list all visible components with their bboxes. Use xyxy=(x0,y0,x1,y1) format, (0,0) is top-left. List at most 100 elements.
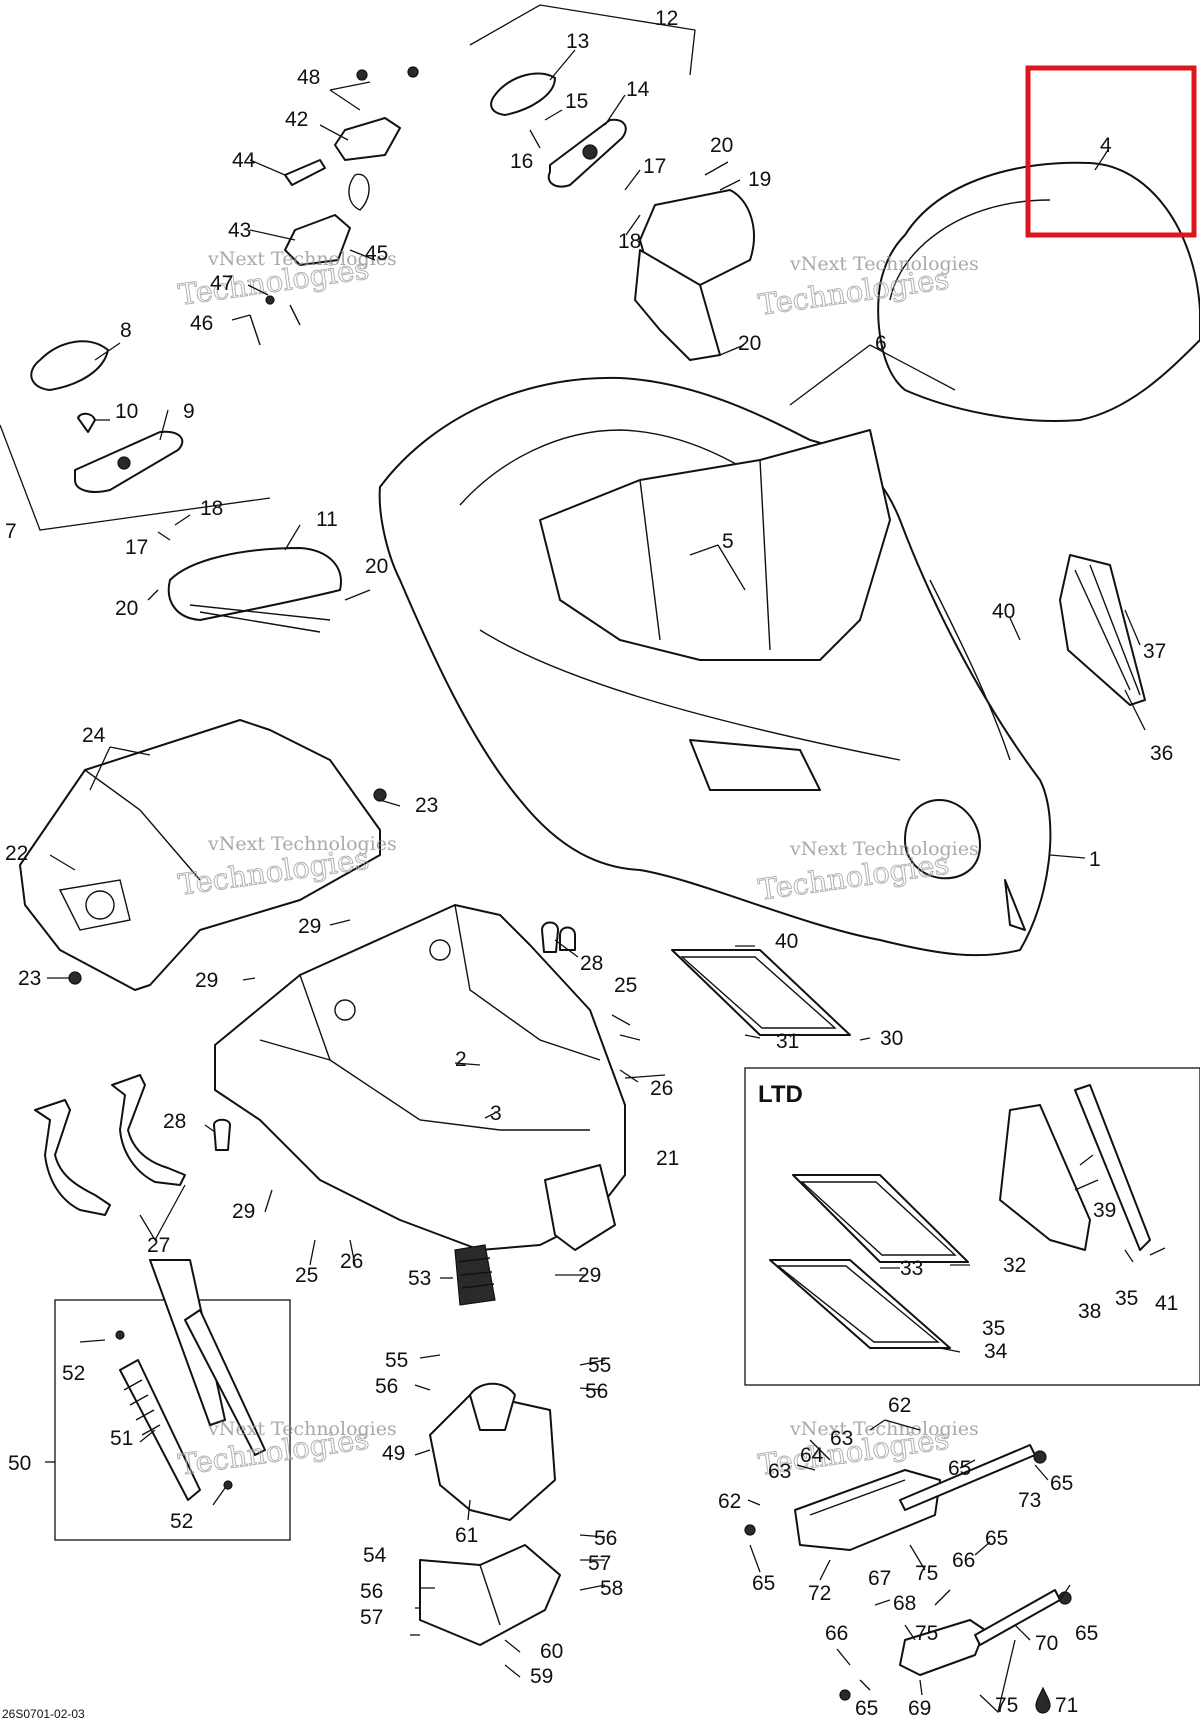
side-vent-part-36 xyxy=(1059,554,1146,706)
callout-60: 60 xyxy=(540,1640,563,1663)
callout-65a: 65 xyxy=(948,1457,971,1480)
callout-13: 13 xyxy=(566,30,589,53)
callout-51: 51 xyxy=(110,1427,133,1450)
svg-text:vNext Technologies: vNext Technologies xyxy=(207,833,397,855)
callout-65f: 65 xyxy=(855,1697,878,1720)
callout-53: 53 xyxy=(408,1267,431,1290)
callout-3: 3 xyxy=(490,1102,502,1125)
cable-kit-box-50 xyxy=(54,1259,291,1541)
callout-40b: 40 xyxy=(775,930,798,953)
callout-64: 64 xyxy=(800,1444,824,1467)
callout-54: 54 xyxy=(363,1544,387,1567)
callout-4: 4 xyxy=(1100,134,1112,157)
callout-56b: 56 xyxy=(585,1380,608,1403)
windshield-part-4 xyxy=(877,161,1200,422)
callout-18b: 18 xyxy=(200,497,223,520)
svg-text:vNext Technologies: vNext Technologies xyxy=(789,838,979,860)
callout-59: 59 xyxy=(530,1665,553,1688)
callout-16: 16 xyxy=(510,150,533,173)
callout-20b: 20 xyxy=(738,332,761,355)
callout-23a: 23 xyxy=(415,794,438,817)
callout-36: 36 xyxy=(1150,742,1173,765)
callout-15: 15 xyxy=(565,90,588,113)
callout-52b: 52 xyxy=(170,1510,193,1533)
callout-45: 45 xyxy=(365,242,388,265)
callout-62b: 62 xyxy=(718,1490,741,1513)
svg-text:vNext Technologies: vNext Technologies xyxy=(207,1418,397,1440)
callout-32: 32 xyxy=(1003,1254,1026,1277)
callout-68: 68 xyxy=(893,1592,916,1615)
callout-17b: 17 xyxy=(125,536,148,559)
callout-18a: 18 xyxy=(618,230,641,253)
callout-1: 1 xyxy=(1089,848,1101,871)
svg-text:vNext Technologies: vNext Technologies xyxy=(789,253,979,275)
bracket-assembly-42 xyxy=(249,66,419,346)
callout-61: 61 xyxy=(455,1524,478,1547)
callout-35b: 35 xyxy=(982,1317,1005,1340)
callout-56a: 56 xyxy=(375,1375,398,1398)
callout-38: 38 xyxy=(1078,1300,1101,1323)
callout-20c: 20 xyxy=(115,597,138,620)
callout-28b: 28 xyxy=(163,1110,186,1133)
callout-19: 19 xyxy=(748,168,771,191)
callout-57a: 57 xyxy=(588,1552,611,1575)
callout-26b: 26 xyxy=(340,1250,363,1273)
boot-part-53 xyxy=(454,1244,496,1306)
callout-5: 5 xyxy=(722,530,734,553)
callout-11: 11 xyxy=(316,508,338,531)
callout-21: 21 xyxy=(656,1147,679,1170)
callout-43: 43 xyxy=(228,219,251,242)
callout-66b: 66 xyxy=(825,1622,848,1645)
callout-55a: 55 xyxy=(385,1349,408,1372)
callout-55b: 55 xyxy=(588,1354,611,1377)
callout-29a: 29 xyxy=(298,915,321,938)
callout-65e: 65 xyxy=(752,1572,775,1595)
hood-part-1 xyxy=(378,376,1052,957)
skid-plates-part-27 xyxy=(34,921,559,1216)
callout-numbers: 1 2 3 4 5 6 7 8 9 10 11 12 13 14 15 16 1… xyxy=(5,7,1178,1720)
callout-29c: 29 xyxy=(232,1200,255,1223)
callout-49: 49 xyxy=(382,1442,405,1465)
callout-7: 7 xyxy=(5,520,17,543)
callout-56d: 56 xyxy=(360,1580,383,1603)
callout-12: 12 xyxy=(655,7,678,30)
svg-text:vNext Technologies: vNext Technologies xyxy=(789,1418,979,1440)
callout-41: 41 xyxy=(1155,1292,1178,1315)
callout-23b: 23 xyxy=(18,967,41,990)
callout-29b: 29 xyxy=(195,969,218,992)
callout-25b: 25 xyxy=(295,1264,318,1287)
callout-40a: 40 xyxy=(992,600,1015,623)
callout-24: 24 xyxy=(82,724,106,747)
callout-37: 37 xyxy=(1143,640,1166,663)
callout-66a: 66 xyxy=(952,1549,975,1572)
callout-46: 46 xyxy=(190,312,213,335)
callout-22: 22 xyxy=(5,842,28,865)
belly-pan-part-21 xyxy=(214,904,626,1251)
ltd-detail-box: LTD xyxy=(744,1067,1200,1386)
callout-65b: 65 xyxy=(1050,1472,1073,1495)
ltd-box-title: LTD xyxy=(758,1081,803,1108)
callout-10: 10 xyxy=(115,400,138,423)
callout-48: 48 xyxy=(297,66,320,89)
callout-2: 2 xyxy=(455,1048,467,1071)
callout-56c: 56 xyxy=(594,1527,617,1550)
callout-25a: 25 xyxy=(614,974,637,997)
callout-30: 30 xyxy=(880,1027,903,1050)
right-mirror-assembly xyxy=(490,72,755,361)
callout-42: 42 xyxy=(285,108,308,131)
callout-57b: 57 xyxy=(360,1606,383,1629)
callout-67: 67 xyxy=(868,1567,891,1590)
callout-44: 44 xyxy=(232,149,256,172)
front-bumper-part-22 xyxy=(19,719,387,991)
callout-52a: 52 xyxy=(62,1362,85,1385)
callout-71: 71 xyxy=(1055,1694,1078,1717)
callout-62a: 62 xyxy=(888,1394,911,1417)
oil-drop-icon xyxy=(1035,1686,1051,1714)
diagram-reference-code: 26S0701-02-03 xyxy=(2,1707,85,1721)
callout-65c: 65 xyxy=(985,1527,1008,1550)
callout-35a: 35 xyxy=(1115,1287,1138,1310)
callout-75a: 75 xyxy=(915,1562,938,1585)
callout-65d: 65 xyxy=(1075,1622,1098,1645)
